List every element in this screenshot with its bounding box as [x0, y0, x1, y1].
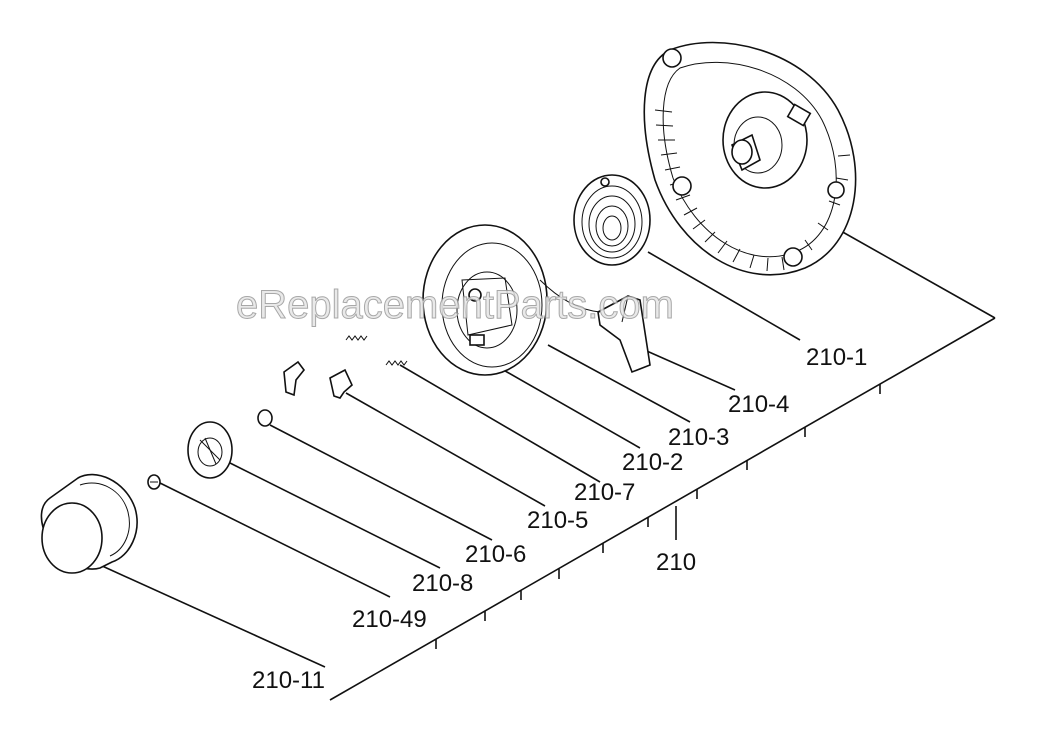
leader-lines — [99, 225, 996, 668]
housing-part-210-1 — [643, 41, 857, 276]
label-210-3: 210-3 — [668, 424, 729, 451]
plate-part-210-8 — [187, 421, 233, 479]
handle-part-210-4 — [597, 295, 651, 374]
label-210-11: 210-11 — [252, 667, 325, 694]
label-210-2: 210-2 — [622, 449, 683, 476]
label-210-6: 210-6 — [465, 541, 526, 568]
small-spring-upper — [345, 335, 368, 341]
label-210-5: 210-5 — [527, 507, 588, 534]
label-210: 210 — [656, 549, 696, 576]
pulley-part-210-2 — [422, 224, 601, 376]
label-210-8: 210-8 — [412, 570, 473, 597]
label-210-1: 210-1 — [806, 344, 867, 371]
small-spring-part-210-7 — [385, 360, 408, 366]
label-210-49: 210-49 — [352, 606, 427, 633]
cover-part-210-11 — [40, 473, 138, 574]
housing-fins — [654, 109, 851, 272]
assembly-baseline — [329, 317, 996, 701]
spring-part-210-3 — [573, 174, 651, 266]
screw-part-210-49 — [147, 474, 161, 490]
part-labels: 210-1 210-4 210-3 210-2 210-7 210-5 210-… — [252, 344, 867, 694]
label-210-4: 210-4 — [728, 391, 789, 418]
label-210-7: 210-7 — [574, 479, 635, 506]
pawl-part-210-5 — [283, 360, 353, 399]
washer-part-210-6 — [257, 409, 273, 427]
watermark-text: eReplacementParts.com — [236, 283, 674, 327]
